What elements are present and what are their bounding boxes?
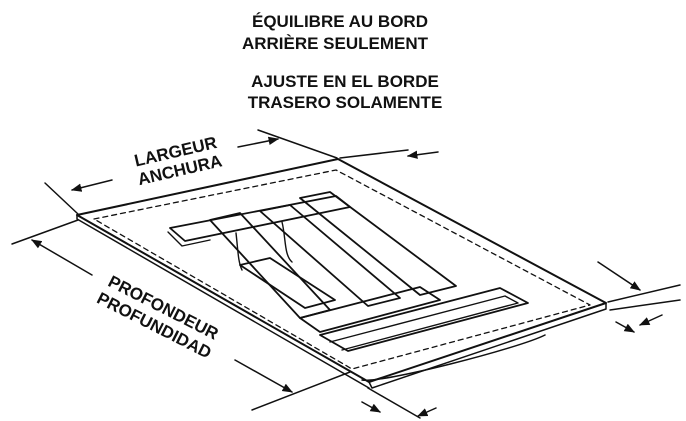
back-edge-dashed-line (93, 169, 591, 370)
tray-outline (76, 158, 607, 389)
note-es-line1: AJUSTE EN EL BORDE (251, 72, 439, 91)
thickness-dimension (361, 387, 437, 419)
note-fr-line1: ÉQUILIBRE AU BORD (252, 12, 428, 31)
tray-compartments (167, 191, 529, 352)
note-es-line2: TRASERO SOLAMENTE (248, 93, 443, 112)
depth-dimension (11, 219, 351, 411)
width-dimension (44, 129, 338, 215)
back-edge-dimension (339, 149, 681, 333)
note-fr-line2: ARRIÈRE SEULEMENT (242, 34, 429, 53)
